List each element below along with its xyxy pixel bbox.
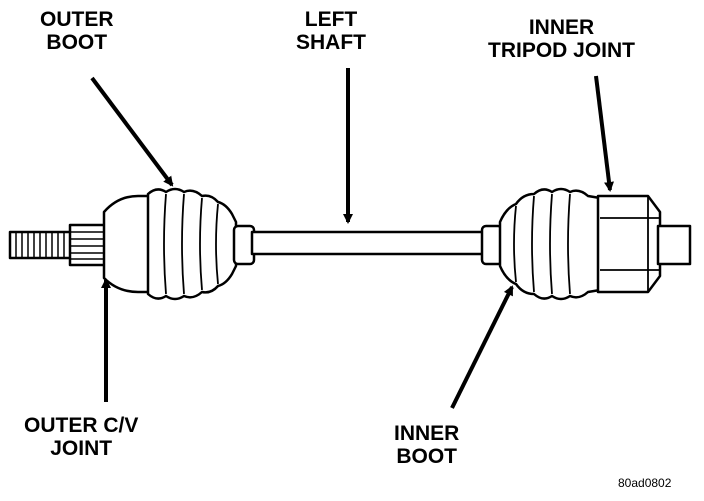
label-outer-boot-line1: OUTER — [40, 8, 114, 31]
left-shaft-bar — [250, 230, 486, 256]
inner-stub — [656, 224, 692, 266]
label-outer-boot-line2: BOOT — [46, 31, 108, 54]
label-inner-boot-line2: BOOT — [396, 445, 457, 468]
outer-spline — [68, 223, 108, 267]
outer-threaded-stub — [8, 230, 74, 260]
arrow-inner-tripod-joint — [594, 75, 614, 192]
label-outer-cv-joint-line1: OUTER C/V — [24, 414, 139, 437]
arrow-outer-boot — [90, 76, 174, 187]
inner-tripod-joint-housing — [596, 194, 662, 294]
label-inner-tripod-joint-line2: TRIPOD JOINT — [488, 39, 636, 62]
arrow-inner-boot — [450, 285, 514, 409]
label-outer-cv-joint-line2: JOINT — [50, 437, 113, 460]
label-outer-boot: OUTER BOOT — [40, 8, 114, 54]
label-outer-cv-joint: OUTER C/V JOINT — [24, 414, 138, 460]
figure-code: 80ad0802 — [618, 476, 672, 490]
inner-boot-shape — [498, 187, 602, 301]
outer-cv-joint-housing — [102, 194, 152, 294]
label-left-shaft-line1: LEFT — [304, 8, 358, 31]
label-inner-tripod-joint-line1: INNER — [528, 16, 595, 39]
label-inner-tripod-joint: INNER TRIPOD JOINT — [488, 16, 635, 62]
label-left-shaft-line2: SHAFT — [296, 31, 366, 54]
outer-boot-shape — [146, 187, 238, 301]
label-inner-boot-line1: INNER — [394, 422, 460, 445]
label-left-shaft: LEFT SHAFT — [296, 8, 366, 54]
label-inner-boot: INNER BOOT — [394, 422, 459, 468]
